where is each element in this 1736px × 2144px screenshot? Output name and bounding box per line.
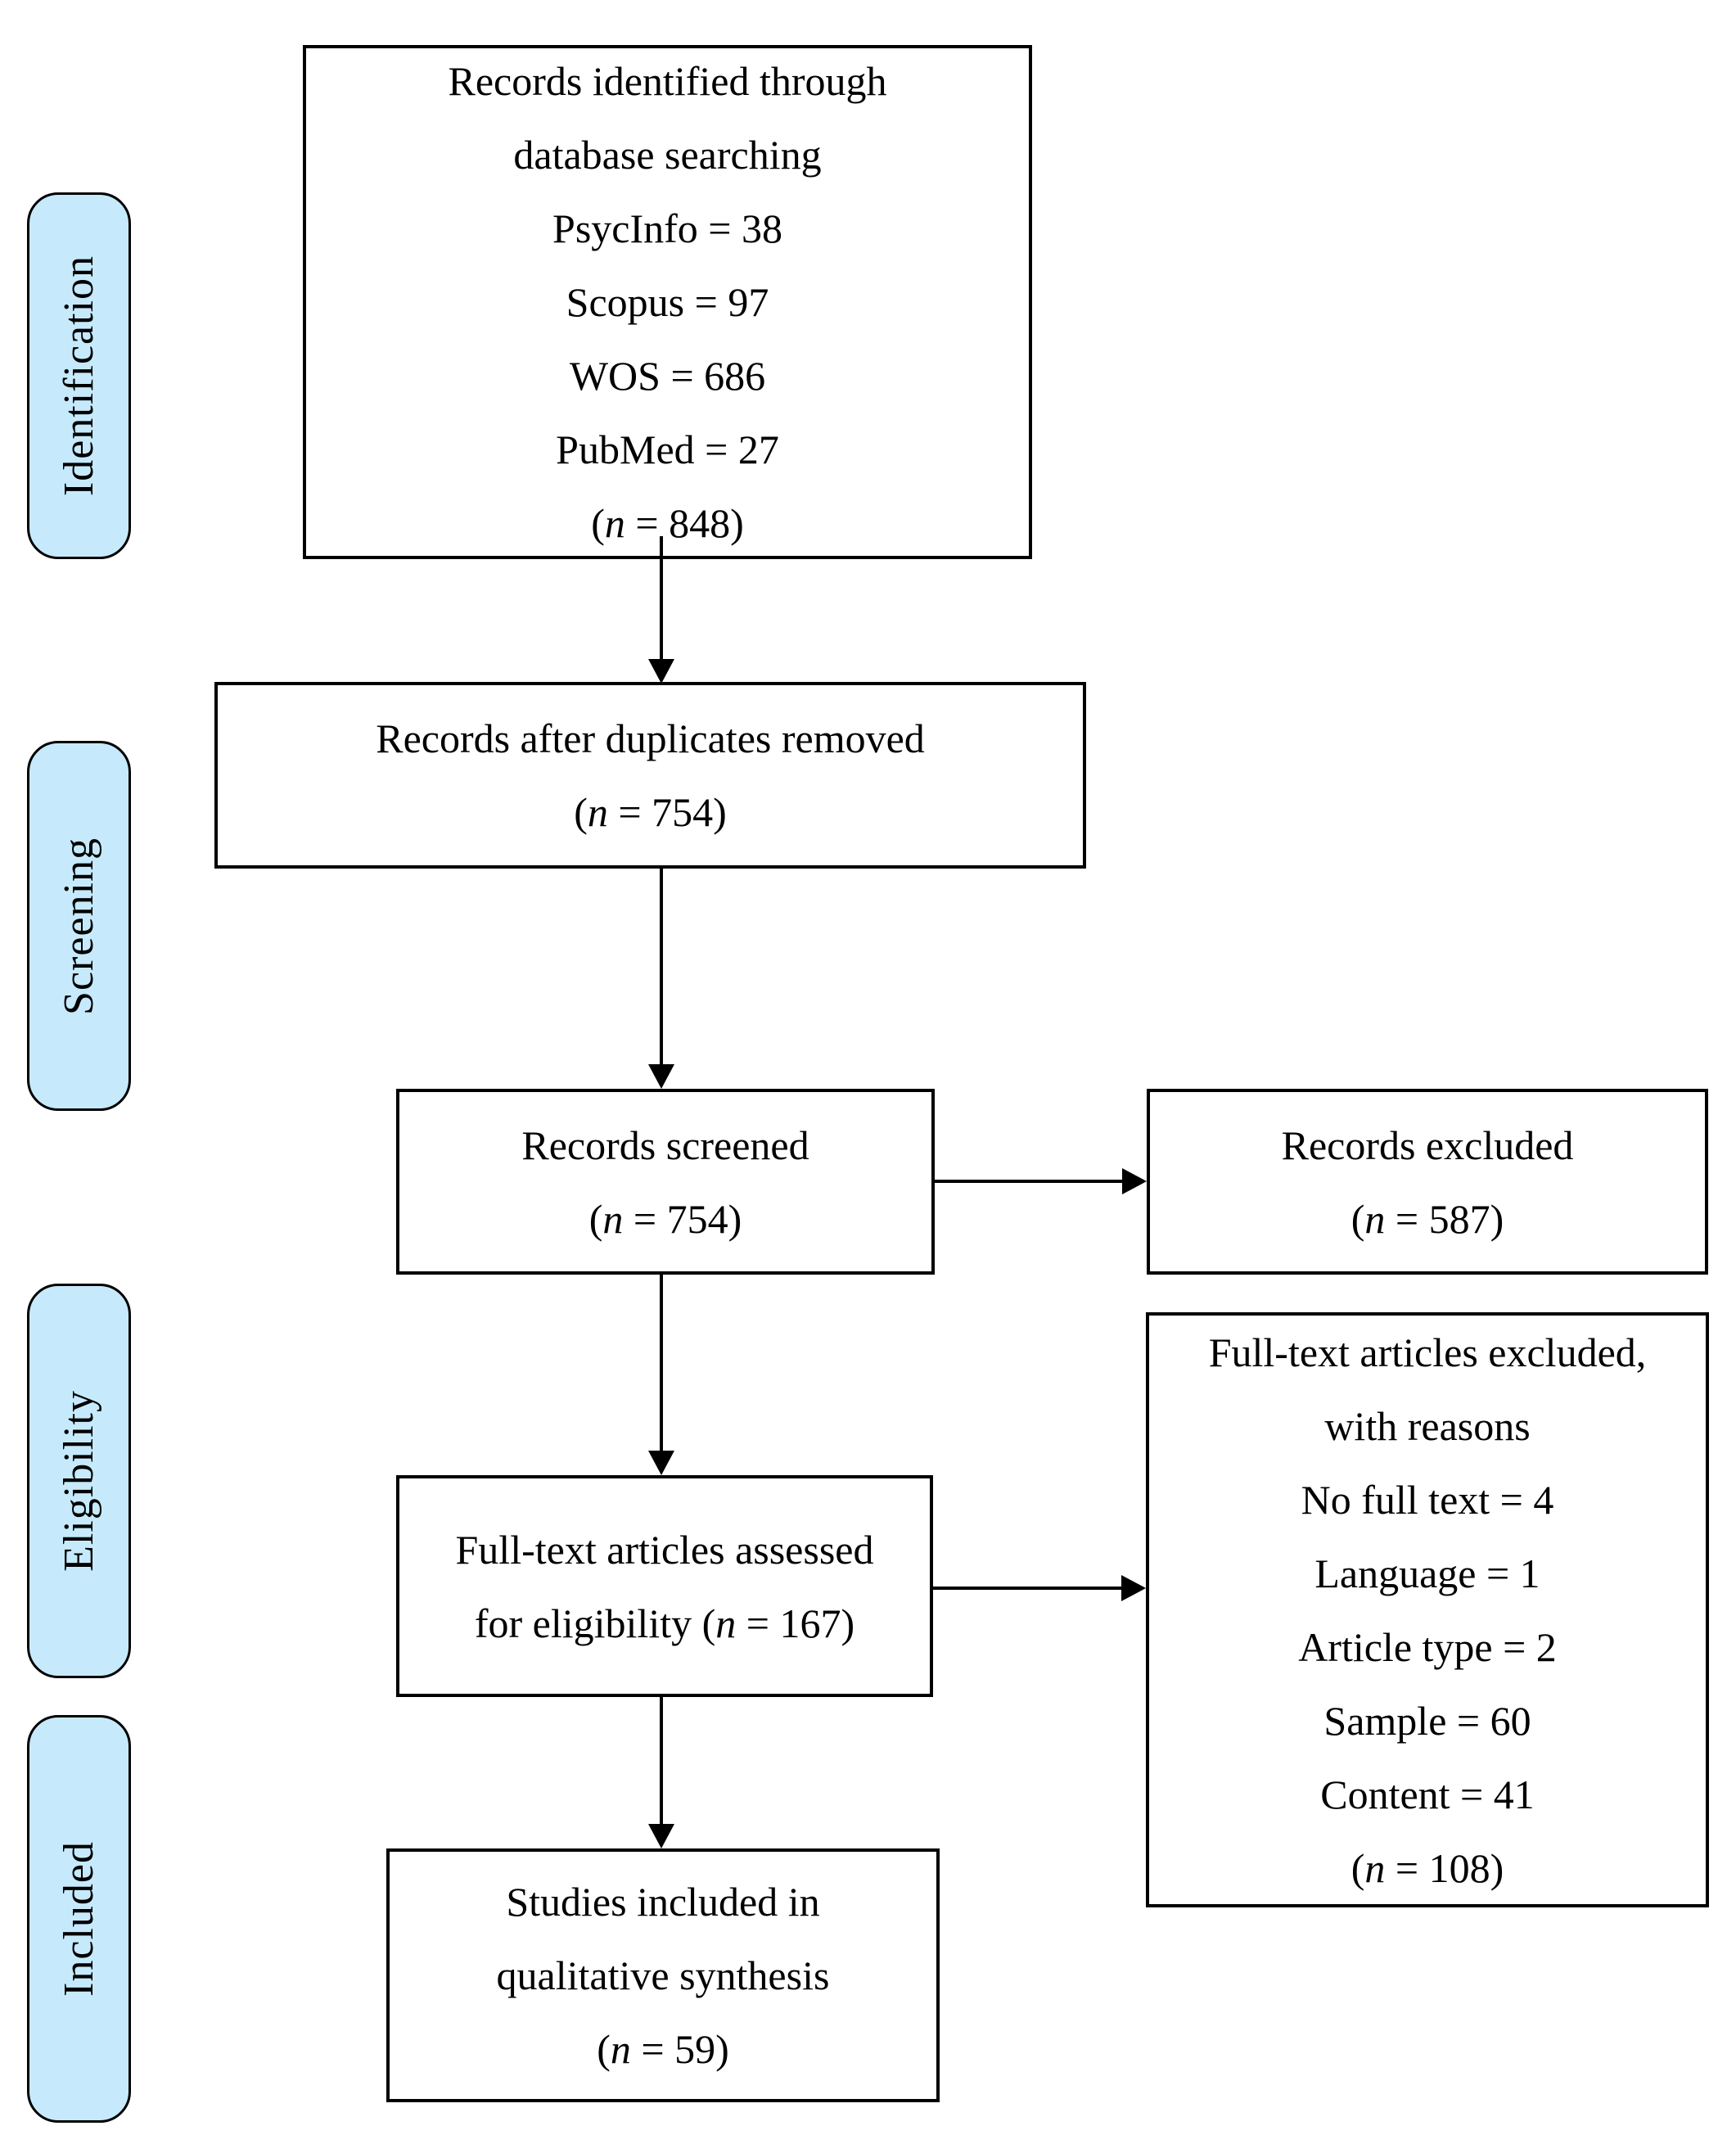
box-records-screened: Records screened (n = 754) bbox=[396, 1089, 935, 1275]
n-line: (n = 754) bbox=[399, 1182, 931, 1256]
n-line: (n = 108) bbox=[1149, 1831, 1706, 1905]
arrowhead-right-icon bbox=[1122, 1168, 1147, 1194]
n-line: (n = 59) bbox=[390, 2012, 936, 2086]
n-prefix: ( bbox=[574, 789, 588, 835]
box-line: Records excluded bbox=[1281, 1122, 1574, 1168]
stage-screening: Screening bbox=[27, 741, 131, 1111]
n-prefix: ( bbox=[597, 2026, 611, 2072]
box-line: Content = 41 bbox=[1320, 1771, 1535, 1817]
n-symbol: n bbox=[1364, 1195, 1386, 1242]
arrowhead-down-icon bbox=[648, 659, 674, 684]
box-duplicates-removed: Records after duplicates removed (n = 75… bbox=[214, 682, 1086, 869]
stage-included-label: Included bbox=[56, 1841, 102, 1997]
n-line: for eligibility (n = 167) bbox=[399, 1587, 930, 1660]
n-prefix: ( bbox=[588, 1195, 603, 1242]
box-line: Records screened bbox=[521, 1122, 809, 1168]
n-suffix: = 167) bbox=[736, 1600, 855, 1646]
arrowhead-down-icon bbox=[648, 1451, 674, 1475]
stage-screening-label: Screening bbox=[56, 837, 102, 1015]
box-records-identified: Records identified through database sear… bbox=[303, 45, 1032, 559]
n-suffix: = 848) bbox=[625, 500, 744, 546]
box-fulltext-excluded: Full-text articles excluded, with reason… bbox=[1146, 1312, 1709, 1907]
box-line: PsycInfo = 38 bbox=[552, 205, 782, 251]
box-line: WOS = 686 bbox=[569, 353, 766, 399]
box-records-excluded: Records excluded (n = 587) bbox=[1147, 1089, 1708, 1275]
n-suffix: = 754) bbox=[623, 1195, 742, 1242]
n-prefix: ( bbox=[1350, 1195, 1365, 1242]
n-symbol: n bbox=[715, 1600, 737, 1646]
n-line: (n = 587) bbox=[1150, 1182, 1705, 1256]
box-fulltext-assessed: Full-text articles assessed for eligibil… bbox=[396, 1475, 933, 1697]
arrow-line bbox=[660, 868, 663, 1066]
box-line: PubMed = 27 bbox=[556, 427, 779, 472]
n-symbol: n bbox=[610, 2026, 631, 2072]
n-suffix: = 59) bbox=[630, 2026, 729, 2072]
n-symbol: n bbox=[602, 1195, 624, 1242]
n-prefix: ( bbox=[1350, 1844, 1365, 1891]
box-studies-included: Studies included in qualitative synthesi… bbox=[386, 1848, 940, 2102]
box-line: Records identified through bbox=[448, 58, 887, 104]
arrow-line bbox=[660, 1697, 663, 1826]
n-line: (n = 754) bbox=[218, 775, 1083, 849]
box-line: Full-text articles assessed bbox=[455, 1526, 874, 1573]
n-suffix: = 108) bbox=[1385, 1844, 1504, 1891]
box-line: with reasons bbox=[1324, 1402, 1531, 1449]
arrow-line bbox=[660, 536, 663, 659]
box-line: Sample = 60 bbox=[1323, 1697, 1531, 1744]
box-line: Studies included in bbox=[506, 1879, 820, 1925]
stage-included: Included bbox=[27, 1715, 131, 2123]
arrowhead-right-icon bbox=[1121, 1575, 1146, 1601]
box-line: No full text = 4 bbox=[1301, 1476, 1554, 1523]
n-symbol: n bbox=[604, 500, 625, 546]
box-line: qualitative synthesis bbox=[496, 1952, 830, 1998]
arrowhead-down-icon bbox=[648, 1064, 674, 1089]
n-prefix: for eligibility ( bbox=[474, 1600, 716, 1646]
stage-identification-label: Identification bbox=[56, 255, 102, 497]
n-symbol: n bbox=[587, 789, 608, 835]
stage-eligibility-label: Eligibility bbox=[56, 1390, 102, 1572]
stage-eligibility: Eligibility bbox=[27, 1284, 131, 1678]
stage-identification: Identification bbox=[27, 192, 131, 559]
n-suffix: = 754) bbox=[607, 789, 727, 835]
arrow-line bbox=[660, 1275, 663, 1452]
box-line: database searching bbox=[513, 132, 822, 178]
n-suffix: = 587) bbox=[1385, 1195, 1504, 1242]
box-line: Records after duplicates removed bbox=[376, 715, 925, 761]
box-line: Language = 1 bbox=[1314, 1550, 1540, 1596]
arrow-line bbox=[933, 1587, 1123, 1590]
box-line: Article type = 2 bbox=[1298, 1623, 1557, 1670]
n-prefix: ( bbox=[591, 500, 605, 546]
box-line: Scopus = 97 bbox=[566, 279, 769, 325]
n-line: (n = 848) bbox=[306, 486, 1029, 560]
box-line: Full-text articles excluded, bbox=[1208, 1329, 1647, 1375]
arrowhead-down-icon bbox=[648, 1824, 674, 1848]
n-symbol: n bbox=[1364, 1844, 1386, 1891]
arrow-line bbox=[935, 1180, 1124, 1183]
